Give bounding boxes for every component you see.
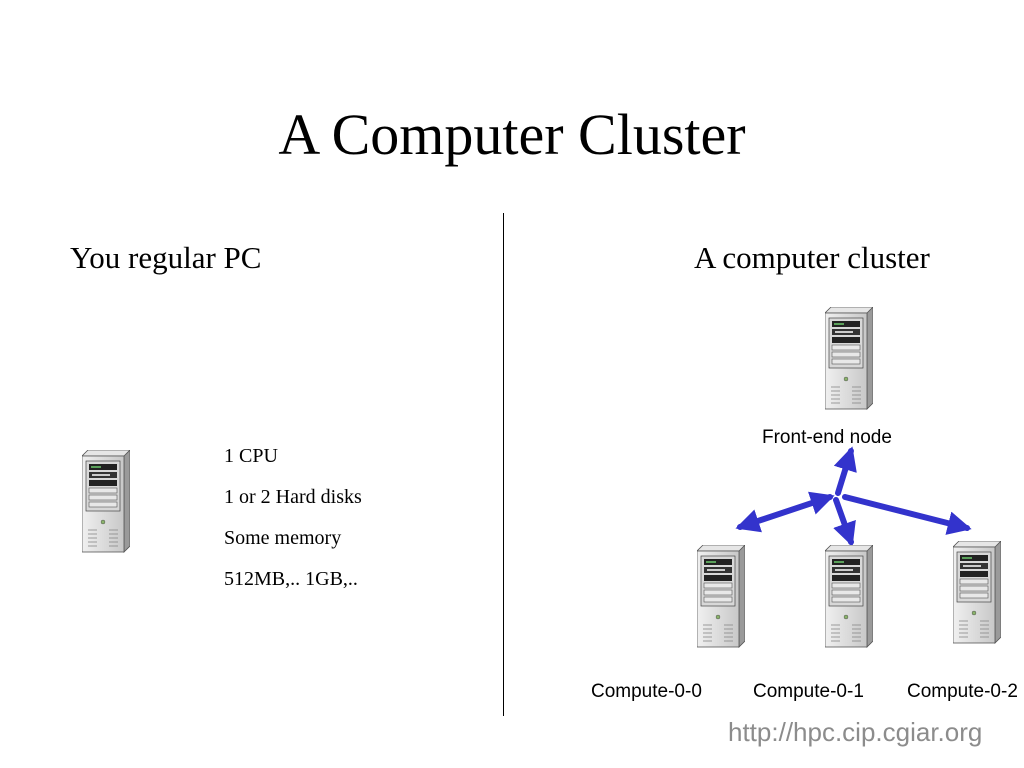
spec-memory: Some memory [224, 527, 342, 549]
footer-url: http://hpc.cip.cgiar.org [728, 717, 983, 747]
spec-disks: 1 or 2 Hard disks [224, 486, 362, 508]
column-divider [503, 213, 504, 716]
compute-0-0-server-icon [697, 545, 745, 649]
compute-0-1-server-icon [825, 545, 873, 649]
slide-title: A Computer Cluster [278, 102, 746, 167]
arrow-to-compute-0-2 [842, 494, 972, 535]
cluster-heading: A computer cluster [694, 240, 930, 275]
frontend-label: Front-end node [762, 427, 892, 448]
regular-pc-heading: You regular PC [70, 240, 262, 275]
spec-memory-size: 512MB,.. 1GB,.. [224, 568, 358, 590]
arrow-to-frontend [833, 446, 857, 496]
arrow-to-compute-0-1 [833, 497, 856, 547]
frontend-server-icon [825, 307, 873, 411]
compute-0-2-label: Compute-0-2 [907, 681, 1018, 702]
spec-cpu: 1 CPU [224, 445, 278, 467]
compute-0-0-label: Compute-0-0 [591, 681, 702, 702]
compute-0-2-server-icon [953, 541, 1001, 645]
arrow-to-compute-0-0 [735, 491, 835, 533]
compute-0-1-label: Compute-0-1 [753, 681, 864, 702]
